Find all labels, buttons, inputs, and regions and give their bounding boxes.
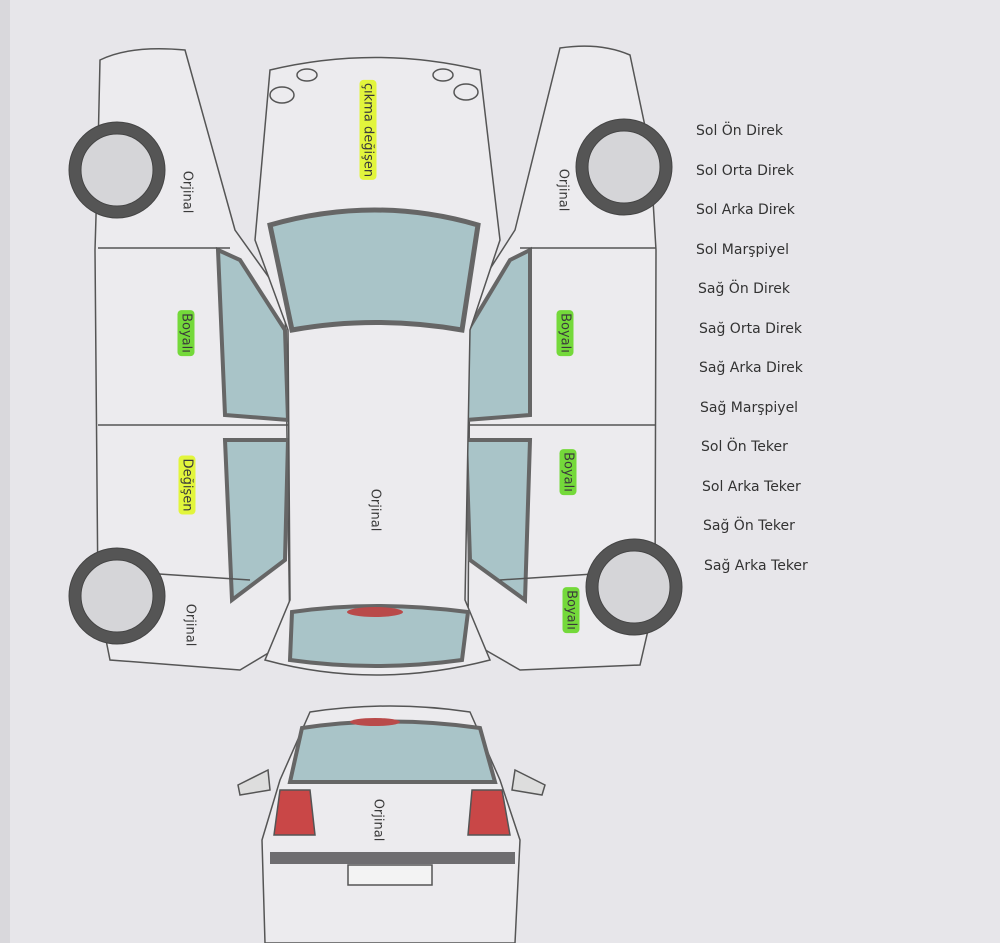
left-rear-fender-label: Orjinal [182,603,198,647]
rear-windshield [287,719,498,784]
right-rear-window [463,438,533,604]
list-item: Sağ Ön Teker [703,518,795,534]
left-tail-light [273,789,316,836]
left-front-window [215,246,291,423]
list-item: Sağ Arka Teker [704,557,808,574]
left-rear-window [222,438,291,604]
list-item: Sağ Marşpiyel [700,399,799,416]
roof-label: Orjinal [367,488,383,532]
top-view-body [254,56,501,676]
right-front-door-label: Boyalı [556,310,574,356]
trunk-label: Orjinal [370,798,386,842]
list-item: Sol Ön Direk [696,123,783,139]
left-rear-door-label: Değişen [178,455,196,515]
wheels [68,118,683,645]
hood-label: çıkma değişen [359,79,377,181]
rear-window-top [287,604,471,668]
right-rear-door-label: Boyalı [559,449,577,495]
right-tail-light [467,789,511,836]
list-item: Sağ Ön Direk [698,281,790,297]
list-item: Sol Marşpiyel [696,241,790,258]
windshield [267,207,481,333]
list-item: Sağ Arka Direk [699,360,803,376]
list-item: Sol Orta Direk [696,162,794,179]
left-front-door-label: Boyalı [177,310,195,356]
list-item: Sol Ön Teker [701,439,788,455]
right-rear-fender-label: Boyalı [562,587,580,633]
list-item: Sol Arka Direk [696,202,795,218]
inspection-checklist: Sol Ön Direk Sol Orta Direk Sol Arka Dir… [696,121,808,595]
left-front-fender-label: Orjinal [179,170,195,214]
right-front-fender-label: Orjinal [555,168,571,212]
list-item: Sağ Orta Direk [699,320,802,337]
list-item: Sol Arka Teker [702,478,801,495]
